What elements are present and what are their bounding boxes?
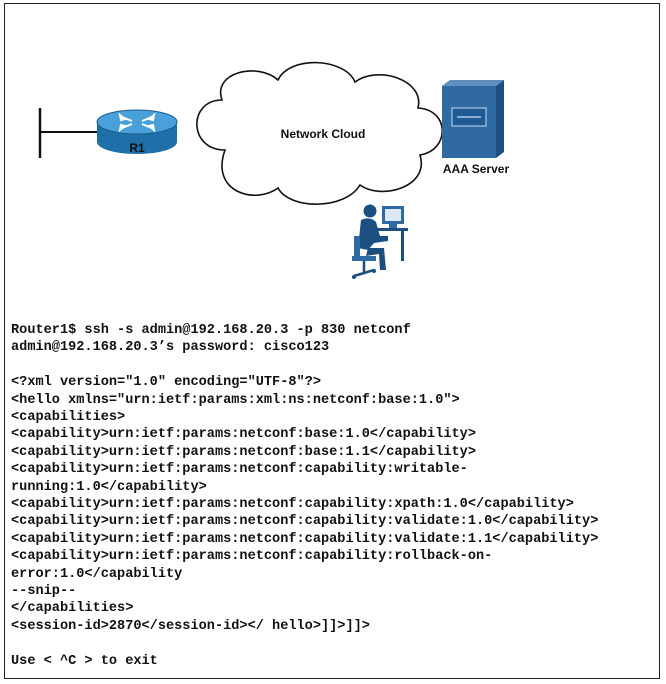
terminal-line: </capabilities>	[11, 601, 134, 617]
router-label: R1	[129, 141, 145, 155]
terminal-line: <session-id>2870</session-id></ hello>]]…	[11, 618, 370, 634]
terminal-line: <hello xmlns="urn:ietf:params:xml:ns:net…	[11, 392, 460, 408]
terminal-line: <capability>urn:ietf:params:netconf:base…	[11, 444, 476, 460]
terminal-line: Use < ^C > to exit	[11, 653, 158, 669]
terminal-line: <capability>urn:ietf:params:netconf:base…	[11, 427, 476, 443]
terminal-line: <capability>urn:ietf:params:netconf:capa…	[11, 462, 468, 478]
terminal-line: <capability>urn:ietf:params:netconf:capa…	[11, 497, 574, 513]
terminal-line: --snip--	[11, 584, 77, 600]
user-workstation-icon	[352, 204, 408, 279]
terminal-line: running:1.0</capability>	[11, 479, 207, 495]
figure-frame	[4, 3, 660, 679]
terminal-line: <capability>urn:ietf:params:netconf:capa…	[11, 514, 599, 530]
terminal-output: Router1$ ssh -s admin@192.168.20.3 -p 83…	[11, 322, 661, 670]
terminal-line: Router1$ ssh -s admin@192.168.20.3 -p 83…	[11, 323, 411, 338]
terminal-line: admin@192.168.20.3’s password: cisco123	[11, 340, 330, 356]
cloud-label: Network Cloud	[281, 127, 366, 141]
terminal-line	[11, 635, 661, 652]
network-cloud-icon	[196, 61, 443, 205]
terminal-line: error:1.0</capability	[11, 566, 183, 582]
terminal-line: <capability>urn:ietf:params:netconf:capa…	[11, 531, 599, 547]
terminal-line: <?xml version="1.0" encoding="UTF-8"?>	[11, 375, 321, 391]
terminal-line	[11, 357, 661, 374]
server-icon	[442, 80, 504, 158]
terminal-line: <capabilities>	[11, 410, 126, 426]
router-icon	[96, 109, 178, 154]
terminal-line: <capability>urn:ietf:params:netconf:capa…	[11, 549, 493, 565]
server-label: AAA Server	[443, 162, 510, 176]
network-diagram: R1 Network Cloud AAA Server	[38, 61, 510, 279]
